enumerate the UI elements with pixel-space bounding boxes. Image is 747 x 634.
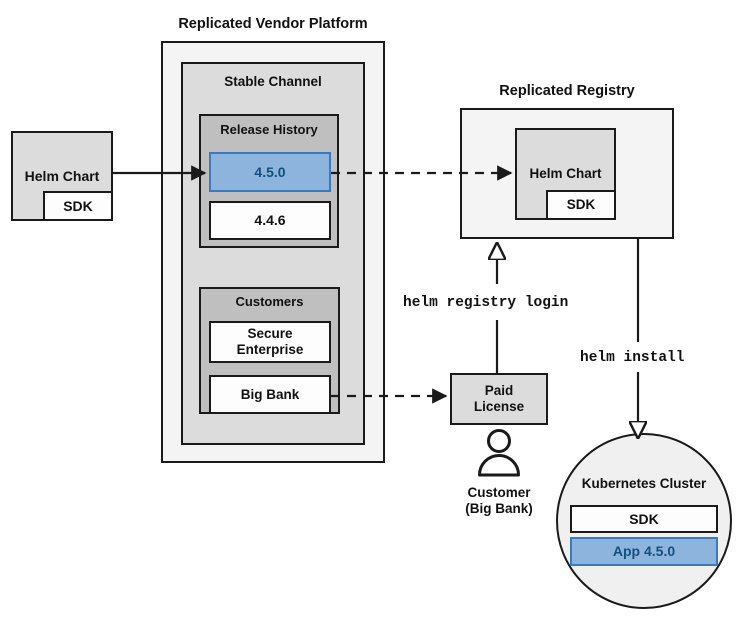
registry-helm-chart-label: Helm Chart <box>529 166 602 181</box>
cluster-item-app[interactable]: App 4.5.0 <box>570 537 718 566</box>
stable-channel-title: Stable Channel <box>224 74 322 89</box>
person-icon <box>478 429 520 477</box>
release-history-title: Release History <box>220 122 318 137</box>
kubernetes-cluster-title: Kubernetes Cluster <box>581 476 707 491</box>
customers-title: Customers <box>235 294 304 309</box>
command-registry-login: helm registry login <box>403 295 569 311</box>
customer-secure-enterprise-line1: Secure <box>247 326 293 342</box>
registry-helm-chart-sdk[interactable]: SDK <box>546 190 616 220</box>
release-item-4-5-0[interactable]: 4.5.0 <box>209 152 331 192</box>
paid-license-line1: Paid <box>484 383 514 399</box>
paid-license-line2: License <box>473 399 525 414</box>
customer-secure-enterprise-line2: Enterprise <box>236 342 304 357</box>
command-helm-install: helm install <box>580 350 685 366</box>
paid-license-box[interactable]: Paid License <box>450 373 548 425</box>
customer-actor-label: Customer (Big Bank) <box>434 485 564 516</box>
release-item-4-4-6[interactable]: 4.4.6 <box>209 201 331 240</box>
customer-big-bank[interactable]: Big Bank <box>209 375 331 414</box>
cluster-item-sdk[interactable]: SDK <box>570 505 718 533</box>
customer-actor-line2: (Big Bank) <box>465 500 533 516</box>
registry-title: Replicated Registry <box>499 83 635 99</box>
source-helm-chart-label: Helm Chart <box>24 168 100 184</box>
source-helm-chart-sdk[interactable]: SDK <box>43 191 113 221</box>
customer-actor-line1: Customer <box>467 485 531 500</box>
customer-secure-enterprise[interactable]: Secure Enterprise <box>209 321 331 363</box>
vendor-platform-title: Replicated Vendor Platform <box>178 16 368 32</box>
